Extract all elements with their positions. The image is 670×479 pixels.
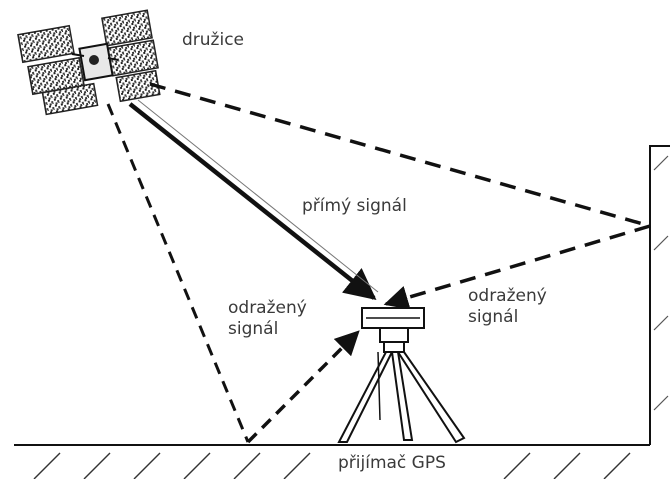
gps-receiver-icon — [337, 307, 466, 444]
reflected-left-line-2: signál — [228, 319, 279, 339]
direct-signal-label: přímý signál — [302, 196, 407, 216]
ground-hatching — [14, 444, 650, 479]
reflected-signal-left-label: odražený signál — [228, 298, 307, 340]
satellite-icon — [17, 9, 161, 116]
receiver-label: přijímač GPS — [338, 453, 446, 473]
reflected-left-line-1: odražený — [228, 298, 307, 318]
reflected-signal-building — [149, 82, 651, 310]
satellite-label: družice — [182, 30, 245, 50]
direct-signal-arrow — [128, 99, 379, 300]
building-wall — [649, 145, 670, 445]
reflected-right-line-1: odražený — [468, 286, 547, 306]
reflected-signal-ground — [106, 103, 360, 444]
reflected-signal-right-label: odražený signál — [468, 286, 547, 328]
reflected-right-line-2: signál — [468, 307, 519, 327]
